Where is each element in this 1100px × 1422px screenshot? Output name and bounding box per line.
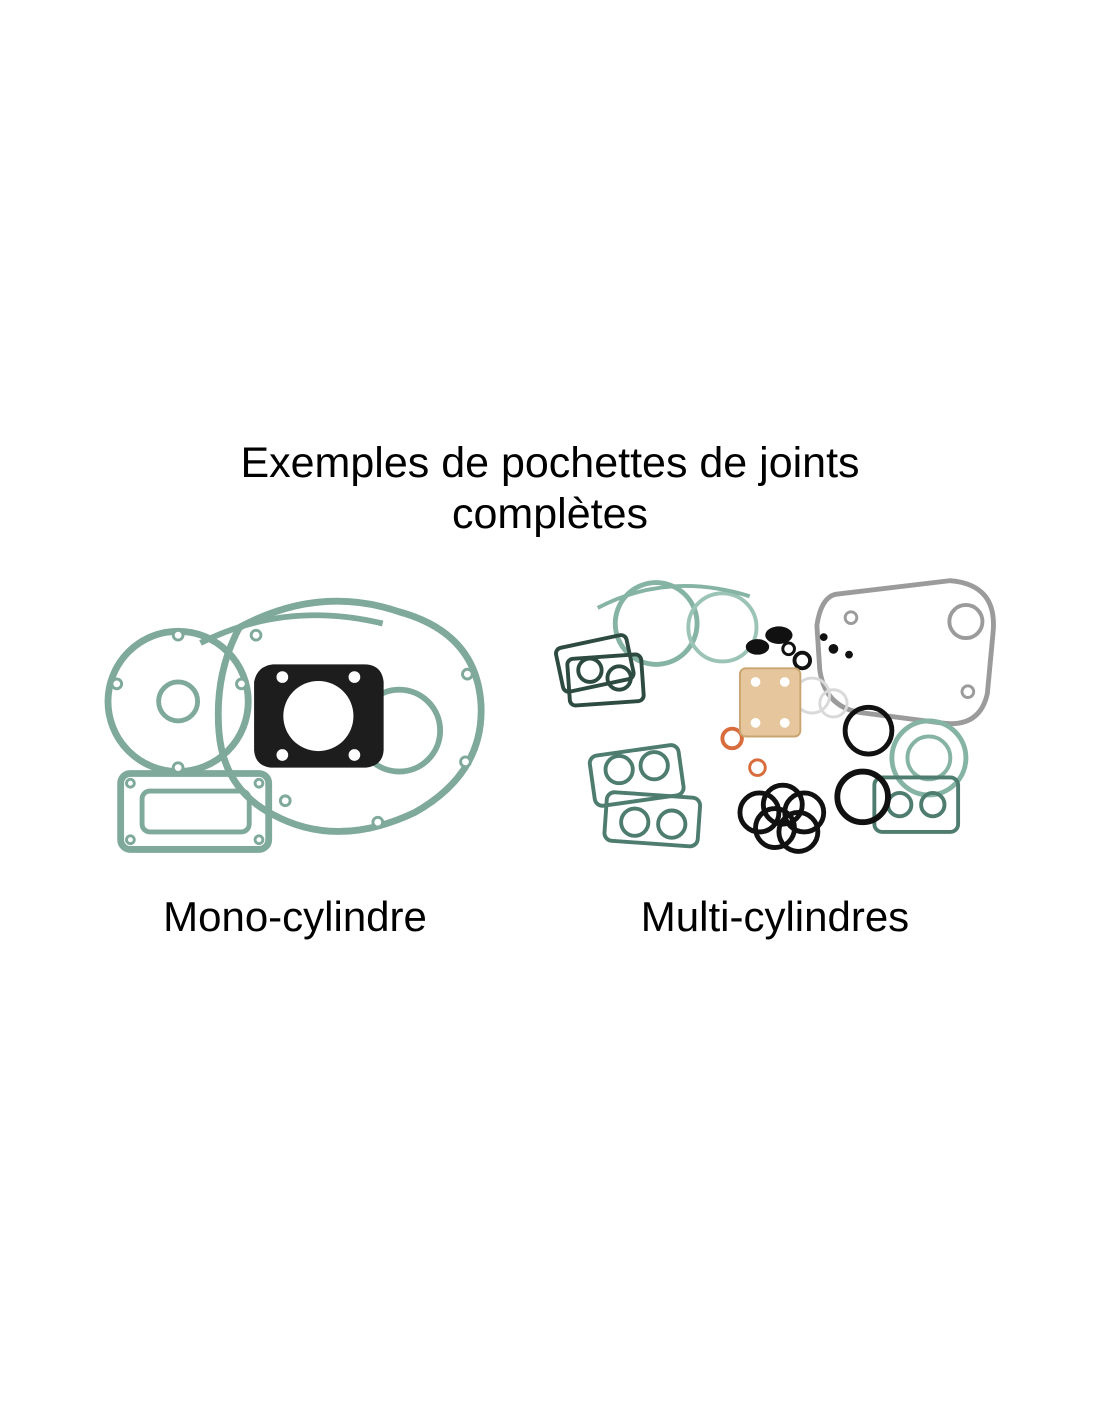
content-block: Exemples de pochettes de joints complète… xyxy=(0,438,1100,941)
product-images-row: Mono-cylindre xyxy=(0,567,1100,941)
multi-gasket-illustration xyxy=(554,578,996,855)
tan-gasket-shape xyxy=(738,667,802,738)
title-line-1: Exemples de pochettes de joints xyxy=(240,439,860,487)
title-line-2: complètes xyxy=(452,489,648,538)
head-gasket-shape xyxy=(254,664,384,769)
multi-cylinder-gasket-set-image xyxy=(540,567,1010,867)
small-seals xyxy=(745,626,853,660)
mono-cylinder-label: Mono-cylindre xyxy=(163,893,427,941)
product-multi-cylinder: Multi-cylindres xyxy=(525,567,1025,941)
product-mono-cylinder: Mono-cylindre xyxy=(75,567,515,941)
mono-cylinder-gasket-set-image xyxy=(85,567,505,867)
multi-cylinder-label: Multi-cylindres xyxy=(640,893,910,941)
mono-gasket-illustration xyxy=(104,598,485,854)
page-title: Exemples de pochettes de joints complète… xyxy=(0,438,1100,539)
